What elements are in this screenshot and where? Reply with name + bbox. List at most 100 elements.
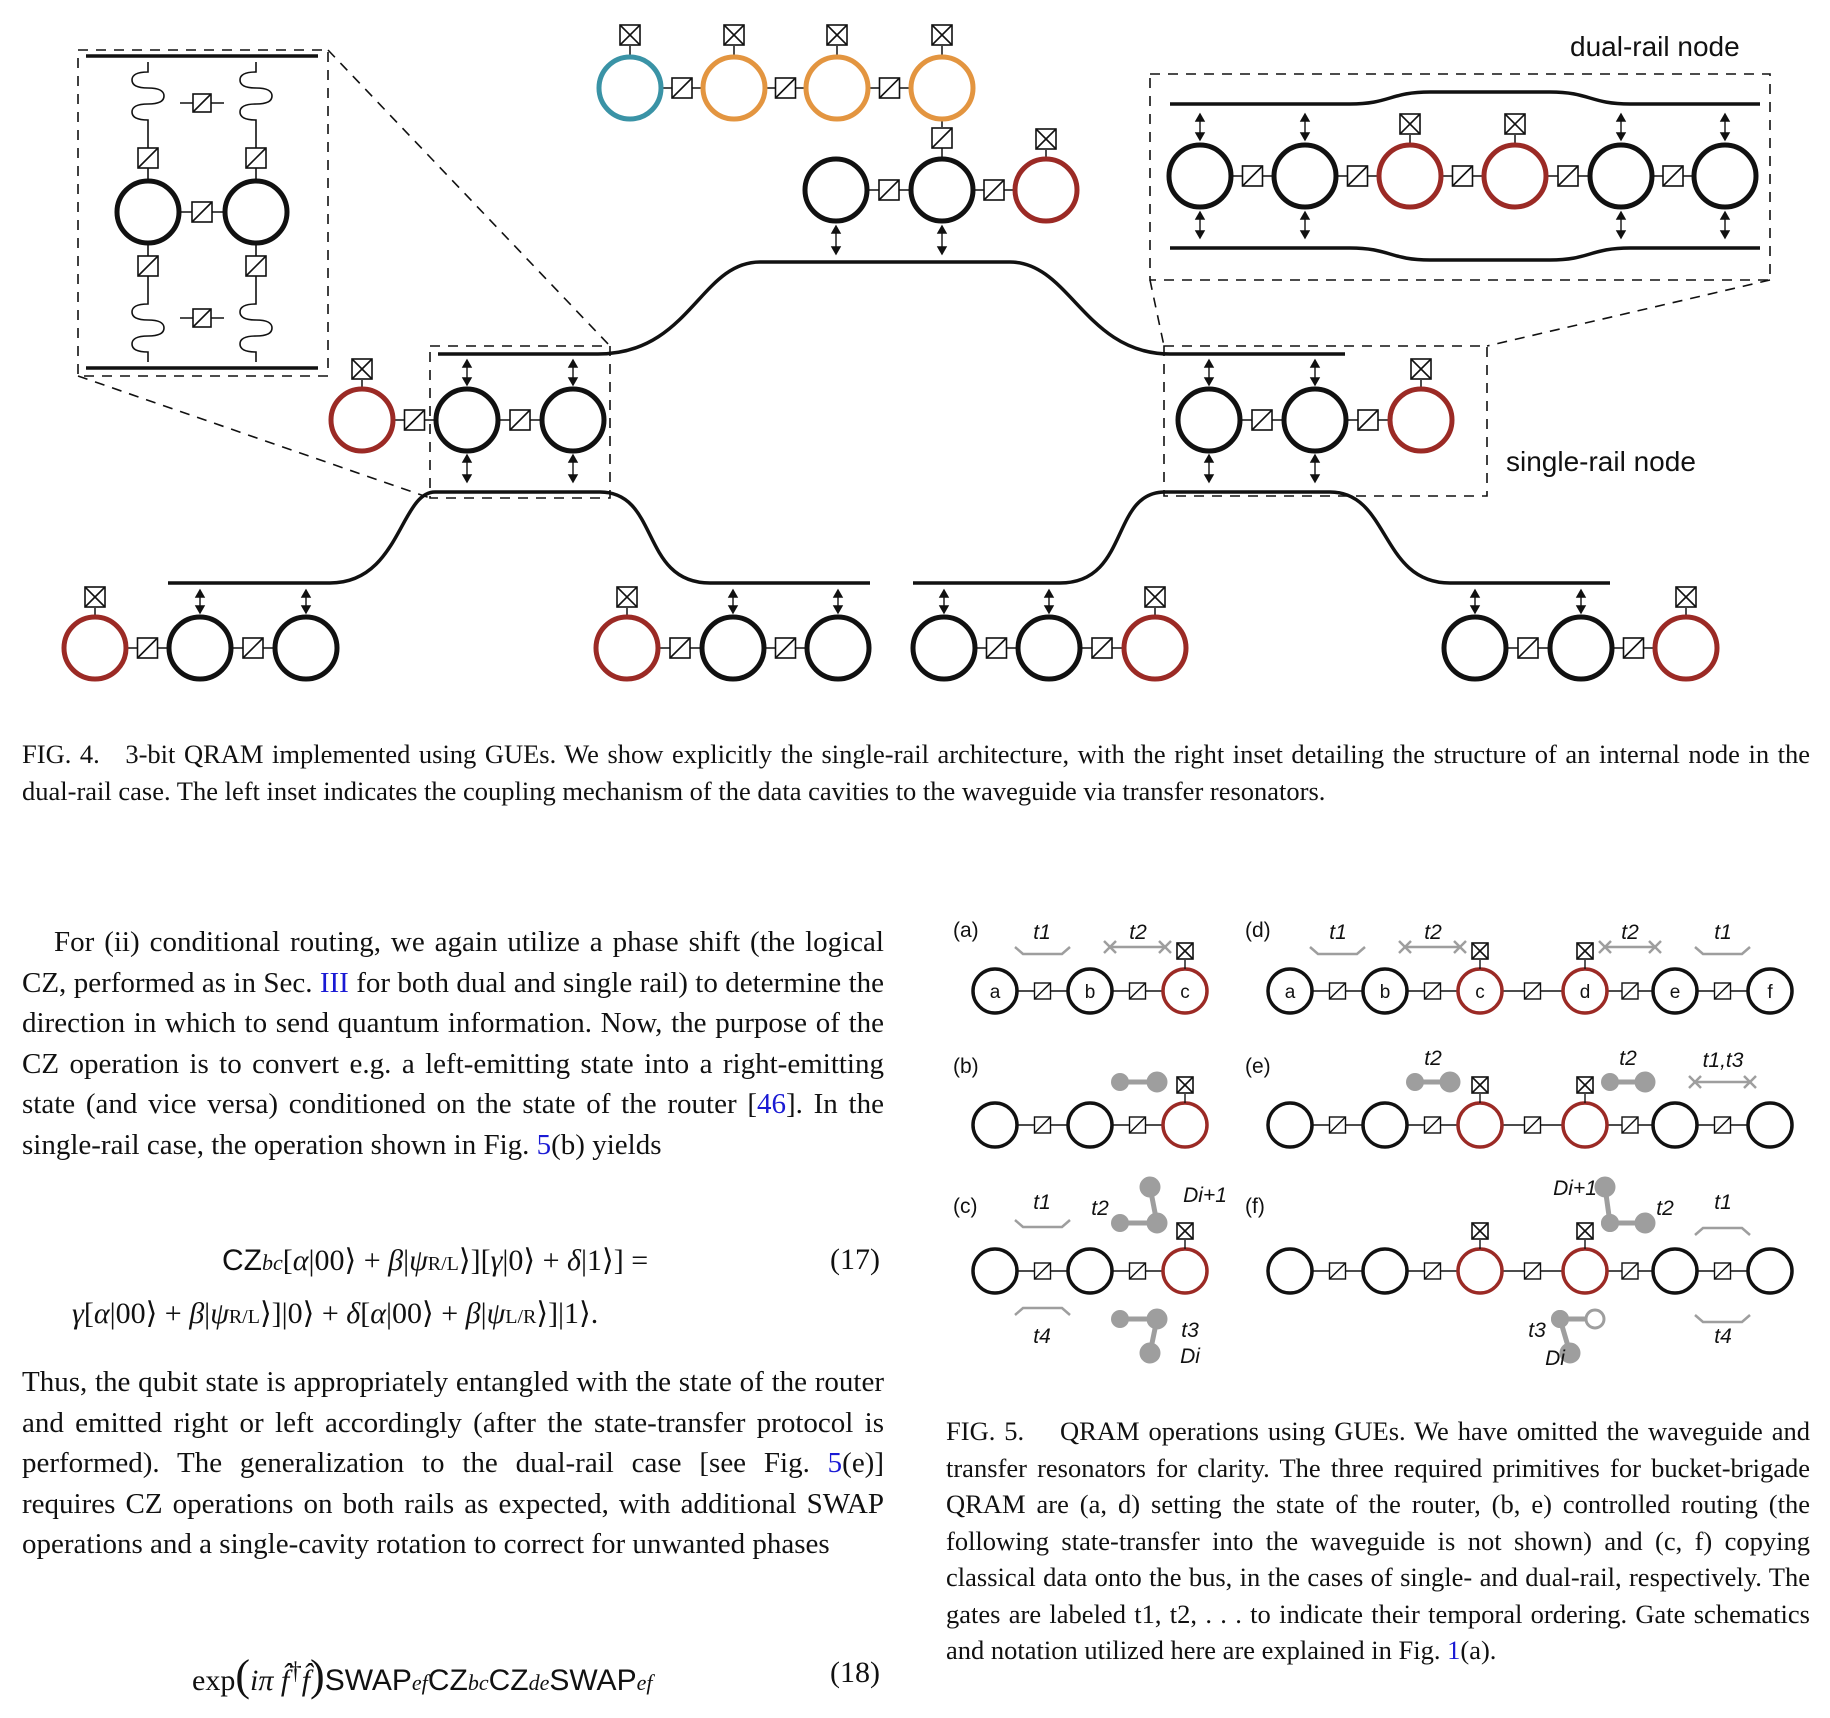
cavity: [114, 178, 182, 246]
coupler-gate: [669, 637, 691, 659]
swap-x-gate: [1103, 940, 1172, 954]
coupler-gate: [1713, 982, 1732, 1000]
drive-port: [1144, 586, 1166, 608]
coupler-gate: [1517, 637, 1539, 659]
fig4-diagram: dual-rail node single-rail node: [61, 24, 1771, 682]
coupler-gate: [1423, 982, 1442, 1000]
cavity: [1066, 967, 1114, 1015]
coupler-gate: [1128, 982, 1147, 1000]
coupler-gate: [1091, 637, 1113, 659]
equation-17-line1: CZbc[α|00⟩ + β|ψR/L⟩][γ|0⟩ + δ|1⟩] =: [222, 1244, 649, 1277]
para1-text-c: ]. In the single-rail case, the operatio…: [22, 1088, 884, 1161]
double-arrow: [461, 358, 473, 387]
ref-fig5[interactable]: 5: [536, 1128, 552, 1161]
panel-label: (e): [1245, 1055, 1271, 1078]
drive-port: [1576, 1076, 1594, 1094]
para1-text-b: for both dual and single rail) to determ…: [22, 966, 884, 1121]
double-arrow: [567, 453, 579, 484]
coupler-gate: [1621, 1262, 1639, 1280]
cavity: [700, 54, 768, 122]
rail: [1170, 90, 1760, 106]
ref-sec-iii[interactable]: III: [319, 966, 349, 999]
cavity: [222, 178, 290, 246]
coupler-gate: [878, 179, 900, 201]
double-arrow: [1469, 588, 1481, 615]
gate-label-Di1: Di+1: [1183, 1184, 1227, 1207]
coupler-gate: [1128, 1116, 1147, 1134]
waveguide: [913, 490, 1610, 585]
cavity-label: c: [1180, 982, 1190, 1003]
panel-label: (d): [1245, 919, 1271, 942]
cz-gate: [1139, 1176, 1166, 1232]
node-box: [1163, 345, 1488, 497]
double-arrow: [1575, 588, 1587, 615]
coupler-gate: [1423, 1262, 1442, 1280]
cavity: [908, 54, 976, 122]
double-arrow: [1309, 453, 1321, 484]
cavity: [971, 967, 1019, 1015]
coupler-gate: [1328, 982, 1347, 1000]
coupler-gate: [1423, 1116, 1442, 1134]
cavity: [328, 386, 396, 454]
double-arrow: [1194, 112, 1206, 142]
gate-label-t2: t2: [1424, 921, 1442, 944]
drive-port: [84, 586, 106, 608]
ref-fig1a[interactable]: 1: [1447, 1635, 1461, 1665]
double-arrow: [938, 588, 950, 615]
swap-gate: [1694, 1314, 1751, 1324]
cavity: [1387, 386, 1455, 454]
cavity-label: c: [1475, 982, 1485, 1003]
double-arrow: [1203, 453, 1215, 484]
rail: [1170, 246, 1760, 262]
cavity-label: d: [1580, 982, 1591, 1003]
cavity-label: a: [990, 982, 1001, 1003]
drive-port: [351, 358, 373, 380]
double-arrow: [1043, 588, 1055, 615]
ref-fig5e[interactable]: 5: [827, 1447, 843, 1479]
waveguide: [438, 260, 1345, 356]
cavity: [1481, 142, 1549, 210]
cavity: [1441, 614, 1509, 682]
paragraph-conditional-routing: For (ii) conditional routing, we again u…: [22, 922, 884, 1165]
cavity: [539, 386, 607, 454]
coupler-gate: [192, 308, 212, 328]
fig5-caption-text: QRAM operations using GUEs. We have omit…: [946, 1416, 1811, 1665]
coupler-gate: [983, 179, 1005, 201]
gate-label-t3: t3: [1181, 1319, 1199, 1342]
gate-label-t1: t1: [1714, 1191, 1732, 1214]
cavity-label: a: [1285, 982, 1296, 1003]
transfer-resonator: [131, 62, 165, 130]
double-arrow: [1299, 112, 1311, 142]
double-arrow: [567, 358, 579, 387]
cz-gate: [1601, 1071, 1656, 1093]
dual-rail-node-label: dual-rail node: [1570, 31, 1740, 62]
swap-x-gate: [1598, 940, 1662, 954]
gate-label-t2: t2: [1424, 1047, 1442, 1070]
cavity: [166, 614, 234, 682]
double-arrow: [1719, 210, 1731, 240]
gate-label-t2: t2: [1656, 1197, 1674, 1220]
drive-port: [1035, 128, 1057, 150]
cavity: [908, 156, 976, 224]
cavity: [593, 614, 661, 682]
gate-label-t1: t1: [1033, 1191, 1051, 1214]
coupler-gate: [1523, 982, 1542, 1000]
coupler-gate: [136, 637, 159, 659]
gate-label-t3: t3: [1528, 1319, 1546, 1342]
cavity-label: b: [1085, 982, 1096, 1003]
cavity-label: b: [1380, 982, 1391, 1003]
double-arrow: [1615, 112, 1627, 142]
coupler-gate: [137, 147, 159, 169]
coupler-gate: [1523, 1262, 1542, 1280]
coupler-gate: [774, 637, 797, 659]
ref-46[interactable]: 46: [757, 1088, 786, 1120]
coupler-gate: [1033, 1116, 1052, 1134]
cavity: [802, 156, 870, 224]
cavity: [1651, 1101, 1699, 1149]
cavity: [1746, 1101, 1794, 1149]
equation-18: exp(iπ f̂†f̂)SWAPefCZbcCZdeSWAPef: [192, 1651, 653, 1700]
double-arrow: [832, 588, 844, 615]
cavity: [1561, 1247, 1609, 1295]
coupler-gate: [1357, 409, 1379, 431]
